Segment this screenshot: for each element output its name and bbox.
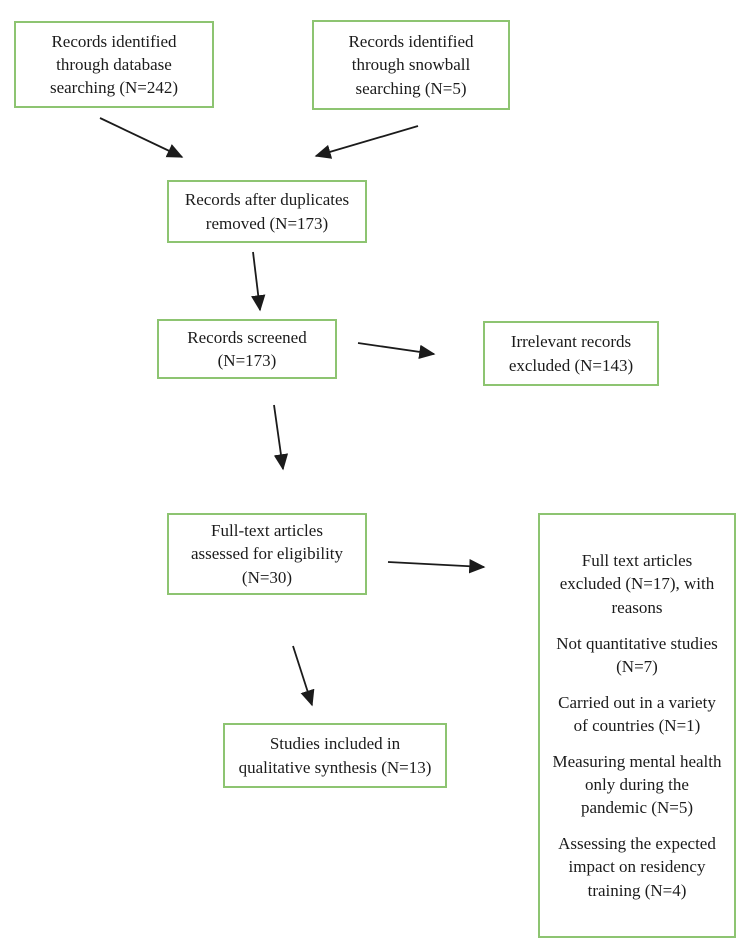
arrow-duplicates-to-screened (251, 251, 266, 312)
arrow-screened-to-irrelevant (357, 342, 436, 360)
box-records-database-searching: Records identified through database sear… (14, 21, 214, 108)
exclusion-reason-pandemic-only: Measuring mental health only during the … (552, 752, 722, 818)
arrow-db-to-duplicates (99, 117, 184, 158)
box-records-after-duplicates-label: Records after duplicates removed (N=173) (184, 190, 350, 233)
arrow-snowball-to-duplicates (314, 125, 419, 159)
box-records-snowball-searching: Records identified through snowball sear… (312, 20, 510, 110)
box-fulltext-assessed: Full-text articles assessed for eligibil… (167, 513, 367, 595)
arrow-fulltext-to-included (292, 645, 315, 707)
exclusion-reason-header: Full text articles excluded (N=17), with… (559, 551, 715, 617)
arrow-fulltext-to-exclusion (387, 559, 486, 574)
box-irrelevant-excluded: Irrelevant records excluded (N=143) (483, 321, 659, 386)
box-fulltext-exclusion-reasons: Full text articles excluded (N=17), with… (538, 513, 736, 938)
box-studies-included: Studies included in qualitative synthesi… (223, 723, 447, 788)
box-records-after-duplicates: Records after duplicates removed (N=173) (167, 180, 367, 243)
exclusion-reason-not-quantitative: Not quantitative studies (N=7) (556, 633, 718, 676)
box-irrelevant-excluded-label: Irrelevant records excluded (N=143) (508, 332, 634, 375)
box-records-snowball-searching-label: Records identified through snowball sear… (348, 32, 474, 98)
box-records-screened-label: Records screened (N=173) (187, 327, 307, 370)
box-records-database-searching-label: Records identified through database sear… (49, 31, 179, 98)
box-studies-included-label: Studies included in qualitative synthesi… (238, 734, 432, 777)
arrow-screened-to-fulltext (273, 404, 289, 471)
box-fulltext-assessed-label: Full-text articles assessed for eligibil… (190, 521, 344, 587)
exclusion-reason-residency-training: Assessing the expected impact on residen… (558, 834, 716, 900)
box-records-screened: Records screened (N=173) (157, 319, 337, 379)
exclusion-reason-variety-countries: Carried out in a variety of countries (N… (558, 692, 716, 735)
